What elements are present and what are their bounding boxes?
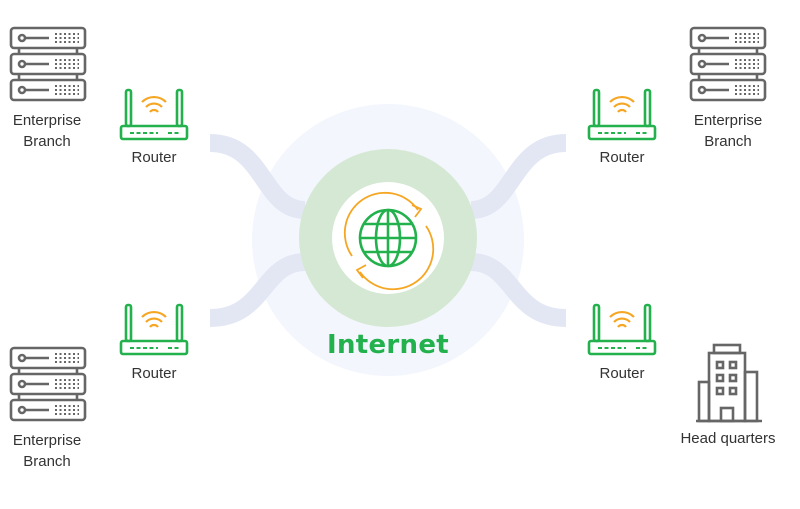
branch-label-line1: Enterprise <box>12 112 82 129</box>
router-label: Router <box>599 149 645 166</box>
branch-label-line1: Enterprise <box>12 432 82 449</box>
router-icon <box>587 88 657 141</box>
connector-bottom-left <box>209 253 306 327</box>
headquarters-label: Head quarters <box>680 430 776 447</box>
router-label: Router <box>131 365 177 382</box>
connector-bottom-right <box>470 253 567 327</box>
branch-label-line2: Branch <box>704 133 752 150</box>
router-label: Router <box>131 149 177 166</box>
globe-sync-icon <box>343 191 435 291</box>
server-rack-icon <box>9 346 87 422</box>
connector-top-left <box>209 134 306 219</box>
branch-label-line1: Enterprise <box>693 112 763 129</box>
router-icon <box>587 303 657 356</box>
connector-top-right <box>470 134 567 219</box>
server-rack-icon <box>9 26 87 102</box>
building-icon <box>696 343 762 423</box>
router-icon <box>119 303 189 356</box>
branch-label-line2: Branch <box>23 133 71 150</box>
server-rack-icon <box>689 26 767 102</box>
internet-label: Internet <box>326 330 450 360</box>
connectors <box>209 134 567 327</box>
branch-label-line2: Branch <box>23 453 71 470</box>
router-label: Router <box>599 365 645 382</box>
router-icon <box>119 88 189 141</box>
